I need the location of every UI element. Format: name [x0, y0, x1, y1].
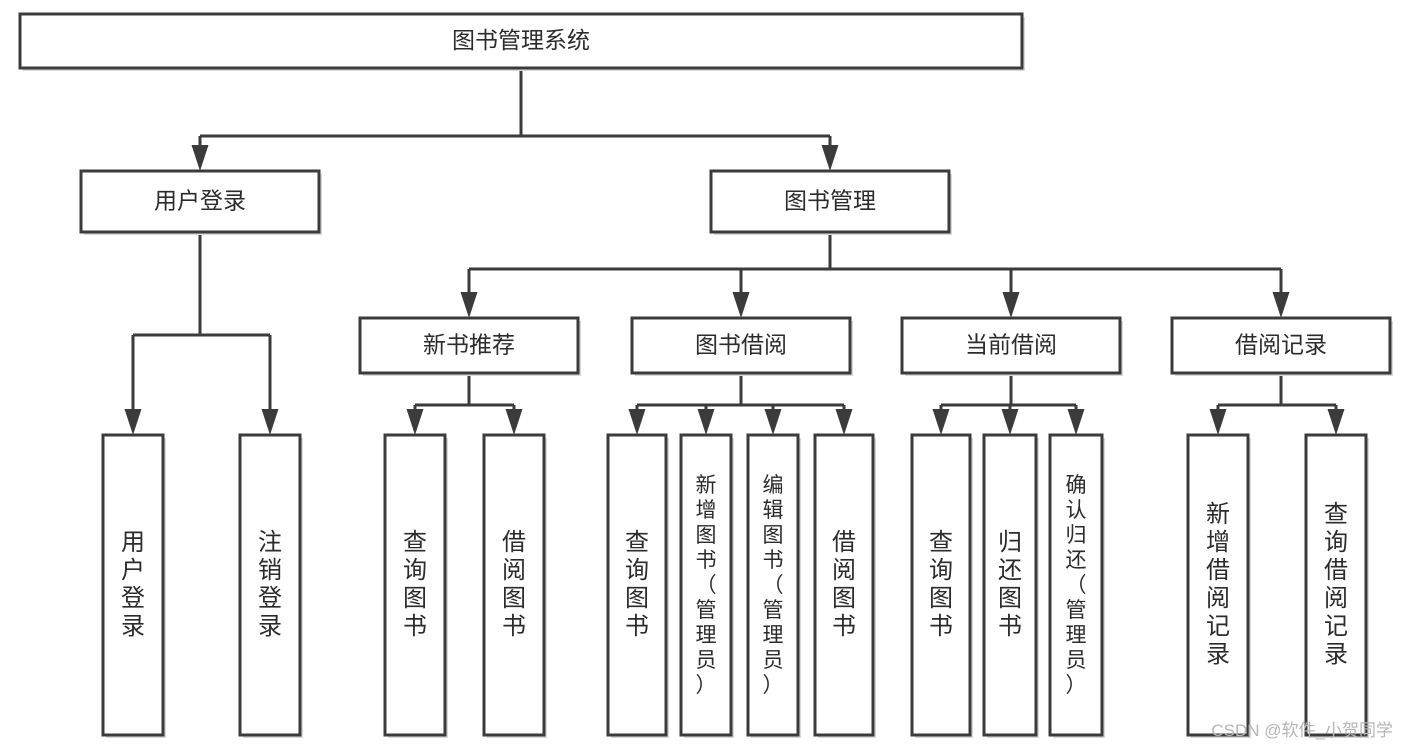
node-rect[interactable] — [358, 316, 580, 375]
arrow-head-leaf-cur-query — [932, 409, 950, 435]
node-rect[interactable] — [709, 169, 951, 234]
node-leaf-bw-edit[interactable]: 编辑图书（管理员） — [746, 433, 801, 738]
node-label: 借阅记录 — [1235, 332, 1327, 358]
node-rect[interactable] — [813, 433, 875, 737]
node-label: 图书借阅 — [695, 332, 787, 358]
connector-layer — [124, 68, 1345, 435]
node-borrow[interactable]: 图书借阅 — [630, 316, 853, 376]
node-label: 归还图书 — [998, 529, 1022, 640]
node-label: 确认归还（管理员） — [1066, 474, 1087, 697]
connector-group-root — [191, 68, 839, 171]
connector-group-borrow — [628, 373, 853, 435]
node-records[interactable]: 借阅记录 — [1170, 316, 1393, 376]
node-rect[interactable] — [79, 169, 321, 234]
node-layer: 图书管理系统用户登录图书管理新书推荐图书借阅当前借阅借阅记录用户登录注销登录查询… — [18, 12, 1393, 738]
node-root[interactable]: 图书管理系统 — [18, 12, 1025, 71]
connector-group-newbook — [406, 373, 523, 435]
arrow-head-bookmgmt — [821, 145, 839, 171]
node-rect[interactable] — [101, 433, 165, 737]
node-label: 新书推荐 — [423, 332, 515, 358]
arrow-head-leaf-rec-add — [1209, 409, 1227, 435]
node-label: 查询借阅记录 — [1324, 501, 1348, 668]
node-label: 图书管理系统 — [452, 27, 590, 53]
arrow-head-newbook — [460, 292, 478, 318]
node-newbook[interactable]: 新书推荐 — [358, 316, 581, 376]
node-rect[interactable] — [910, 433, 972, 737]
node-bookmgmt[interactable]: 图书管理 — [709, 169, 952, 235]
node-leaf-rec-add[interactable]: 新增借阅记录 — [1186, 433, 1251, 738]
arrow-head-records — [1272, 292, 1290, 318]
arrow-head-leaf-cur-return — [1001, 409, 1019, 435]
node-label: 查询图书 — [929, 529, 953, 640]
node-rect[interactable] — [1304, 433, 1368, 737]
arrow-head-borrow — [732, 292, 750, 318]
node-rect[interactable] — [1170, 316, 1392, 375]
node-leaf-user-logout[interactable]: 注销登录 — [238, 433, 303, 738]
node-rect[interactable] — [630, 316, 852, 375]
node-leaf-nb-borrow[interactable]: 借阅图书 — [482, 433, 547, 738]
node-leaf-cur-return[interactable]: 归还图书 — [982, 433, 1039, 738]
node-label: 当前借阅 — [965, 332, 1057, 358]
arrow-head-leaf-bw-query — [628, 409, 646, 435]
node-leaf-rec-query[interactable]: 查询借阅记录 — [1304, 433, 1369, 738]
node-leaf-cur-query[interactable]: 查询图书 — [910, 433, 973, 738]
arrow-head-leaf-nb-query — [406, 409, 424, 435]
node-rect[interactable] — [982, 433, 1038, 737]
connector-group-login — [124, 232, 279, 435]
node-label: 新增图书（管理员） — [696, 474, 717, 697]
node-label: 借阅图书 — [832, 529, 856, 640]
node-label: 借阅图书 — [502, 529, 526, 640]
node-leaf-cur-confirm[interactable]: 确认归还（管理员） — [1048, 433, 1105, 738]
node-rect[interactable] — [679, 433, 733, 737]
node-label: 新增借阅记录 — [1206, 501, 1230, 668]
node-rect[interactable] — [1186, 433, 1250, 737]
node-leaf-bw-add[interactable]: 新增图书（管理员） — [679, 433, 734, 738]
node-rect[interactable] — [746, 433, 800, 737]
connector-group-records — [1209, 373, 1345, 435]
node-rect[interactable] — [1048, 433, 1104, 737]
arrow-head-leaf-user-logout — [261, 409, 279, 435]
arrow-head-current — [1002, 292, 1020, 318]
node-rect[interactable] — [18, 12, 1024, 70]
node-label: 用户登录 — [154, 188, 246, 214]
node-rect[interactable] — [606, 433, 668, 737]
node-leaf-bw-query[interactable]: 查询图书 — [606, 433, 669, 738]
node-login[interactable]: 用户登录 — [79, 169, 322, 235]
node-rect[interactable] — [482, 433, 546, 737]
arrow-head-leaf-bw-edit — [764, 409, 782, 435]
node-label: 图书管理 — [784, 188, 876, 214]
node-rect[interactable] — [383, 433, 447, 737]
node-rect[interactable] — [900, 316, 1122, 375]
connector-group-current — [932, 373, 1085, 435]
arrow-head-leaf-bw-borrow — [835, 409, 853, 435]
arrow-head-leaf-cur-confirm — [1067, 409, 1085, 435]
node-label: 编辑图书（管理员） — [763, 474, 784, 697]
connector-group-bookmgmt — [460, 232, 1290, 318]
node-label: 查询图书 — [403, 529, 427, 640]
node-leaf-bw-borrow[interactable]: 借阅图书 — [813, 433, 876, 738]
node-label: 注销登录 — [258, 529, 282, 640]
arrow-head-login — [191, 145, 209, 171]
node-rect[interactable] — [238, 433, 302, 737]
arrow-head-leaf-user-login — [124, 409, 142, 435]
arrow-head-leaf-nb-borrow — [505, 409, 523, 435]
node-label: 查询图书 — [625, 529, 649, 640]
node-leaf-nb-query[interactable]: 查询图书 — [383, 433, 448, 738]
node-current[interactable]: 当前借阅 — [900, 316, 1123, 376]
node-label: 用户登录 — [121, 529, 145, 640]
arrow-head-leaf-rec-query — [1327, 409, 1345, 435]
arrow-head-leaf-bw-add — [697, 409, 715, 435]
node-leaf-user-login[interactable]: 用户登录 — [101, 433, 166, 738]
